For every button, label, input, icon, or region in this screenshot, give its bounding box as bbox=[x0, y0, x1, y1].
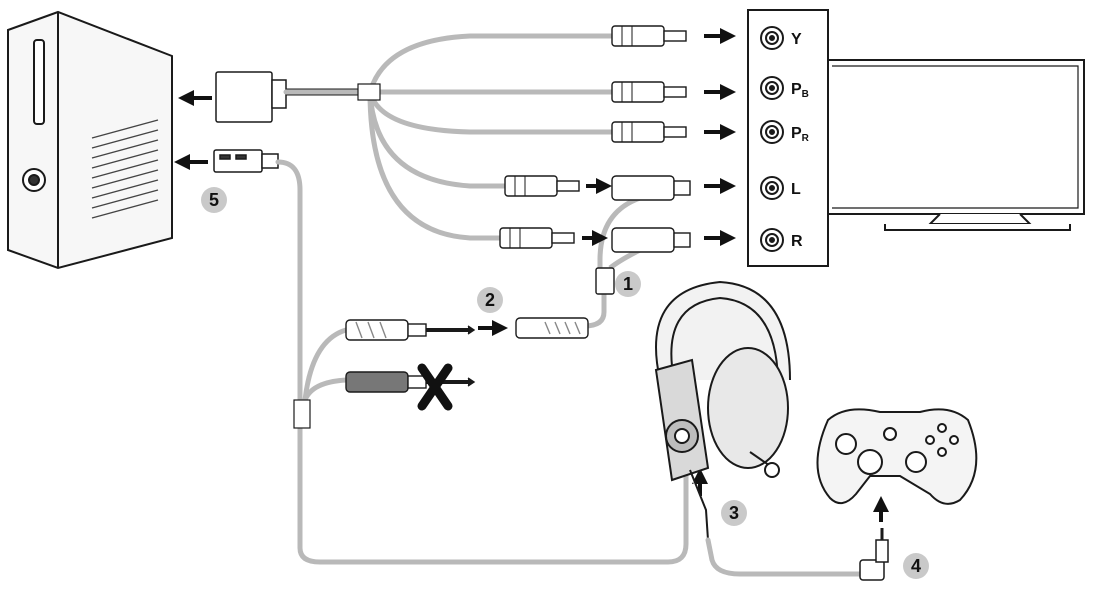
svg-text:3: 3 bbox=[729, 503, 739, 523]
audio-plug-male bbox=[345, 319, 476, 341]
step-badge-4: 4 bbox=[903, 553, 929, 579]
x-mark-icon bbox=[417, 363, 453, 411]
usb-cable bbox=[275, 159, 689, 565]
controller-cable bbox=[705, 537, 863, 577]
xbox-console-icon bbox=[7, 10, 173, 270]
splitter-adapter bbox=[583, 175, 691, 329]
usb-plug bbox=[213, 149, 279, 173]
step-badge-5: 5 bbox=[201, 187, 227, 213]
step-badge-2: 2 bbox=[477, 287, 503, 313]
svg-text:4: 4 bbox=[911, 556, 921, 576]
step-badge-3: 3 bbox=[721, 500, 747, 526]
port-panel: Y PB PR L R bbox=[747, 9, 829, 267]
port-y-label: Y bbox=[791, 31, 802, 48]
tv-icon bbox=[826, 59, 1085, 231]
svg-text:2: 2 bbox=[485, 290, 495, 310]
controller-icon bbox=[816, 408, 978, 505]
port-pr-label: PR bbox=[791, 125, 810, 144]
rca-plug bbox=[499, 25, 687, 249]
audio-jack-female bbox=[515, 317, 589, 339]
step-badge-1: 1 bbox=[615, 271, 641, 297]
av-cable bbox=[283, 33, 615, 241]
port-pb-label: PB bbox=[791, 81, 809, 100]
arrow-icon bbox=[174, 28, 889, 522]
av-connector bbox=[215, 71, 287, 123]
port-l-label: L bbox=[791, 181, 801, 198]
controller-plug bbox=[859, 528, 889, 581]
port-r-label: R bbox=[791, 233, 803, 250]
headset-icon bbox=[654, 280, 791, 541]
svg-text:5: 5 bbox=[209, 190, 219, 210]
svg-text:1: 1 bbox=[623, 274, 633, 294]
audio-plug-disabled bbox=[345, 371, 476, 393]
